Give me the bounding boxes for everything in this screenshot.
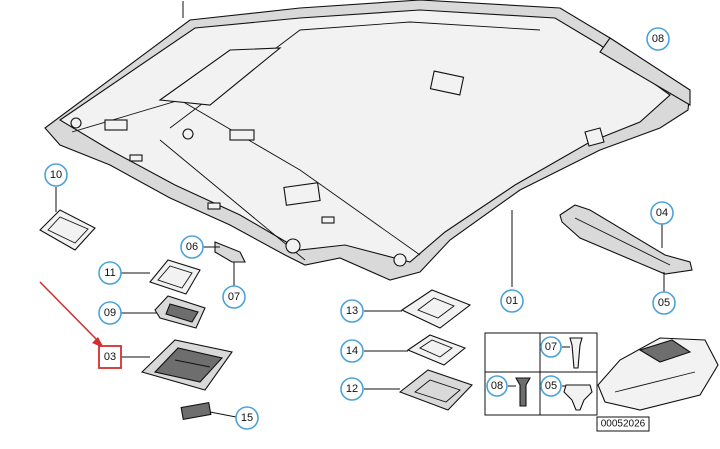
callout-09: 09 <box>98 301 122 325</box>
part-11-bezel <box>149 259 201 295</box>
svg-text:01: 01 <box>506 295 518 307</box>
part-09-lamp-housing <box>154 295 206 329</box>
callout-inset-07: 07 <box>540 336 562 358</box>
callout-13: 13 <box>340 299 364 323</box>
leader-lines <box>55 1 665 418</box>
callout-14: 14 <box>340 339 364 363</box>
headliner-panel <box>44 0 691 281</box>
callout-15: 15 <box>235 406 259 430</box>
svg-text:00052026: 00052026 <box>601 419 646 430</box>
part-14-bracket <box>406 334 467 366</box>
callout-08: 08 <box>646 27 670 51</box>
part-03-interior-light-panel <box>140 339 233 391</box>
callout-inset-08: 08 <box>486 375 508 397</box>
callout-11: 11 <box>98 261 122 285</box>
callout-10: 10 <box>44 163 68 187</box>
svg-text:05: 05 <box>545 380 557 392</box>
svg-text:09: 09 <box>104 307 116 319</box>
svg-text:08: 08 <box>491 380 503 392</box>
part-12-console <box>398 369 473 411</box>
svg-text:07: 07 <box>545 341 557 353</box>
svg-text:15: 15 <box>241 412 253 424</box>
sunroof-trim-strip <box>559 204 693 275</box>
svg-text:06: 06 <box>186 241 198 253</box>
svg-text:14: 14 <box>346 345 358 357</box>
svg-text:08: 08 <box>652 33 664 45</box>
part-10-frame <box>39 209 96 251</box>
part-06-clip <box>214 241 246 263</box>
car-location-thumbnail <box>597 337 719 411</box>
callout-06: 06 <box>180 235 204 259</box>
callout-07: 07 <box>222 285 246 309</box>
svg-text:04: 04 <box>656 207 668 219</box>
callout-12: 12 <box>340 377 364 401</box>
svg-text:12: 12 <box>346 383 358 395</box>
part-13-cover <box>400 289 472 329</box>
diagram-code: 00052026 <box>596 416 650 432</box>
svg-text:07: 07 <box>228 291 240 303</box>
highlight-arrow <box>39 281 104 348</box>
callout-04: 04 <box>650 201 674 225</box>
callout-inset-05: 05 <box>540 375 562 397</box>
callout-01: 01 <box>500 289 524 313</box>
callout-03-highlighted: 03 <box>98 345 122 369</box>
svg-text:10: 10 <box>50 169 62 181</box>
svg-text:03: 03 <box>104 351 116 363</box>
part-15-switch <box>180 402 212 420</box>
svg-text:11: 11 <box>104 267 115 279</box>
svg-text:13: 13 <box>346 305 358 317</box>
svg-text:05: 05 <box>658 297 670 309</box>
callout-05: 05 <box>652 291 676 315</box>
